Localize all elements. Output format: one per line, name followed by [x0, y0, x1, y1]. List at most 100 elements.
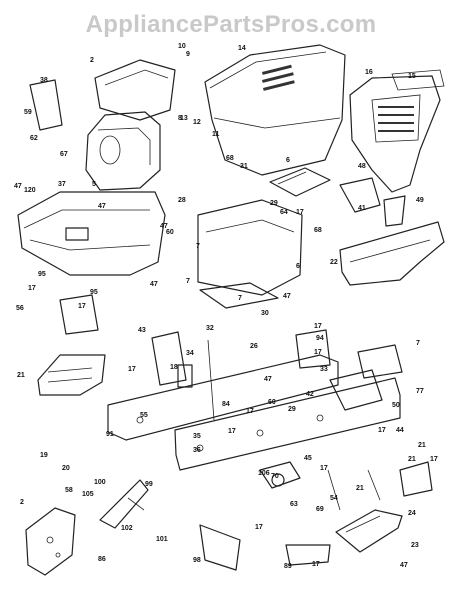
callout-c26: 28 — [178, 197, 186, 204]
callout-c48: 34 — [186, 350, 194, 357]
hood-bracket-part — [339, 177, 406, 227]
callout-c18: 37 — [58, 181, 66, 188]
callout-c43: 47 — [283, 293, 291, 300]
callout-c27: 29 — [270, 200, 278, 207]
callout-c17: 120 — [24, 187, 36, 194]
callout-c78: 20 — [62, 465, 70, 472]
callout-c79: 45 — [304, 455, 312, 462]
callout-c54: 77 — [416, 388, 424, 395]
callout-c14: 12 — [193, 119, 201, 126]
callout-c8: 59 — [24, 109, 32, 116]
callout-c7: 38 — [40, 77, 48, 84]
callout-c59: 47 — [264, 376, 272, 383]
callout-c29: 17 — [296, 209, 304, 216]
callout-c87: 58 — [65, 487, 73, 494]
callout-c49: 17 — [314, 323, 322, 330]
callout-c3: 9 — [186, 51, 190, 58]
callout-c69: 17 — [228, 428, 236, 435]
callout-c6: 15 — [408, 73, 416, 80]
callout-c31: 47 — [160, 223, 168, 230]
callout-c91: 102 — [121, 525, 133, 532]
battery-tray-part — [269, 167, 331, 197]
callout-c25: 49 — [416, 197, 424, 204]
callout-c57: 17 — [128, 366, 136, 373]
callout-c46: 43 — [138, 327, 146, 334]
callout-c15: 11 — [212, 131, 220, 138]
callout-c96: 86 — [98, 556, 106, 563]
callout-c45: 56 — [16, 305, 24, 312]
callout-c9: 62 — [30, 135, 38, 142]
callout-c34: 22 — [330, 259, 338, 266]
callout-c63: 60 — [268, 399, 276, 406]
callout-c22: 6 — [286, 157, 290, 164]
callout-c19: 47 — [98, 203, 106, 210]
callout-c16: 47 — [14, 183, 22, 190]
callout-c80: 17 — [320, 465, 328, 472]
callout-c97: 98 — [193, 557, 201, 564]
callout-c1: 2 — [90, 57, 94, 64]
pedal-lever-part — [99, 479, 149, 529]
callout-c37: 47 — [150, 281, 158, 288]
callout-c66: 17 — [246, 408, 254, 415]
callout-c77: 100 — [94, 479, 106, 486]
callout-c13: 13 — [180, 115, 188, 122]
callout-c94: 24 — [408, 510, 416, 517]
watermark-text: AppliancePartsPros.com — [86, 11, 377, 38]
console-tower-part — [85, 111, 161, 191]
callout-c86: 54 — [330, 495, 338, 502]
callout-c52: 26 — [250, 343, 258, 350]
callout-c58: 33 — [320, 366, 328, 373]
hitch-plate-part — [25, 507, 76, 576]
callout-c21: 31 — [240, 163, 248, 170]
callout-c5: 16 — [365, 69, 373, 76]
callout-c100: 47 — [400, 562, 408, 569]
callout-c62: 42 — [306, 391, 314, 398]
callout-c95: 23 — [411, 542, 419, 549]
callout-c53: 7 — [416, 340, 420, 347]
callout-c67: 91 — [106, 431, 114, 438]
callout-c99: 17 — [312, 561, 320, 568]
callout-labels: 2109141615385962675813121147120374768316… — [14, 43, 438, 570]
callout-c75: 17 — [430, 456, 438, 463]
callout-c61: 50 — [392, 402, 400, 409]
callout-c40: 95 — [90, 289, 98, 296]
main-frame-part — [107, 354, 401, 471]
fender-part — [17, 191, 166, 276]
lower-brackets-part — [199, 524, 331, 571]
dash-panel-part — [94, 59, 176, 121]
callout-c23: 48 — [358, 163, 366, 170]
callout-c85: 21 — [356, 485, 364, 492]
front-bumper-part — [329, 344, 403, 411]
callout-c51: 17 — [314, 349, 322, 356]
callout-c74: 21 — [408, 456, 416, 463]
callout-c36: 6 — [296, 263, 300, 270]
callout-c2: 10 — [178, 43, 186, 50]
callout-c56: 18 — [170, 364, 178, 371]
callout-c11: 5 — [92, 181, 96, 188]
callout-c76: 19 — [40, 452, 48, 459]
right-footrest-part — [335, 509, 403, 553]
callout-c39: 17 — [28, 285, 36, 292]
callout-c44: 30 — [261, 310, 269, 317]
callout-c82: 106 — [258, 470, 270, 477]
callout-c35: 7 — [186, 278, 190, 285]
callout-c38: 95 — [38, 271, 46, 278]
small-hardware-group — [29, 79, 433, 511]
callout-c81: 70 — [271, 473, 279, 480]
callout-c89: 99 — [145, 481, 153, 488]
callout-c73: 21 — [418, 442, 426, 449]
callout-c24: 41 — [358, 205, 366, 212]
callout-c88: 105 — [82, 491, 94, 498]
callout-c55: 21 — [17, 372, 25, 379]
callout-c12: 8 — [178, 115, 182, 122]
rear-bracket-part — [151, 331, 215, 421]
left-footrest-part — [37, 354, 106, 396]
callout-c64: 29 — [288, 406, 296, 413]
callout-c93: 17 — [255, 524, 263, 531]
callout-c71: 44 — [396, 427, 404, 434]
callout-c65: 84 — [222, 401, 230, 408]
callout-c28: 64 — [280, 209, 288, 216]
callout-c42: 7 — [238, 295, 242, 302]
callout-c84: 69 — [316, 506, 324, 513]
